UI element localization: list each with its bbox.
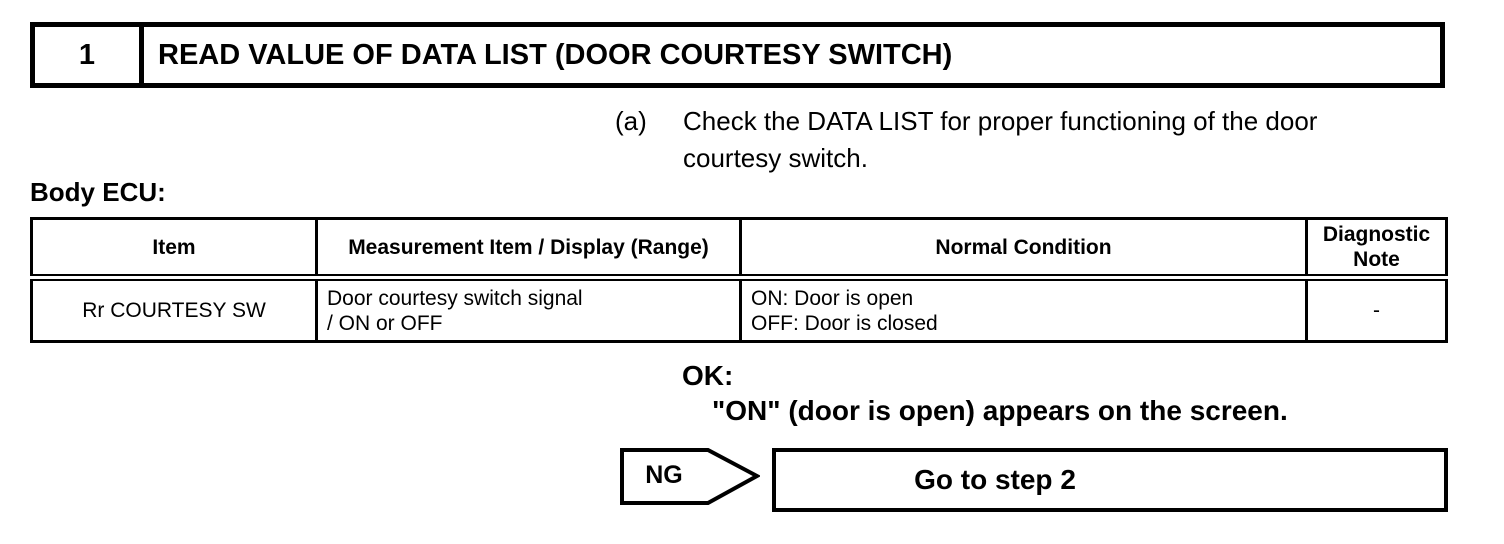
condition-line-1: ON: Door is open <box>751 286 914 310</box>
cell-item: Rr COURTESY SW <box>30 276 318 343</box>
ng-action-box: Go to step 2 <box>772 448 1448 512</box>
step-number: 1 <box>35 27 144 83</box>
ok-result-text: "ON" (door is open) appears on the scree… <box>712 395 1288 426</box>
cell-diagnostic-note: - <box>1305 276 1448 343</box>
data-list-table: Item Measurement Item / Display (Range) … <box>30 217 1448 343</box>
instruction-marker: (a) <box>615 106 647 136</box>
go-to-step-label: Go to step 2 <box>914 464 1076 495</box>
instruction-text: Check the DATA LIST for proper functioni… <box>683 103 1317 177</box>
instruction-line-2: courtesy switch. <box>683 143 868 173</box>
col-header-item: Item <box>30 217 318 281</box>
cell-measurement: Door courtesy switch signal / ON or OFF <box>315 276 742 343</box>
measurement-line-2: / ON or OFF <box>327 311 443 335</box>
ok-label: OK: <box>682 360 734 391</box>
table-caption-body-ecu: Body ECU: <box>30 177 166 207</box>
col-header-measurement: Measurement Item / Display (Range) <box>315 217 742 281</box>
col-header-normal-condition: Normal Condition <box>739 217 1308 281</box>
ng-arrow-shape <box>620 448 760 505</box>
condition-line-2: OFF: Door is closed <box>751 311 938 335</box>
col-header-diagnostic-note: Diagnostic Note <box>1305 217 1448 281</box>
instruction-paragraph: (a) Check the DATA LIST for proper funct… <box>615 103 1317 177</box>
measurement-line-1: Door courtesy switch signal <box>327 286 583 310</box>
ng-label: NG <box>645 461 683 489</box>
step-header: 1 READ VALUE OF DATA LIST (DOOR COURTESY… <box>30 22 1445 88</box>
instruction-line-1: Check the DATA LIST for proper functioni… <box>683 106 1318 136</box>
table-row: Rr COURTESY SW Door courtesy switch sign… <box>30 276 1448 343</box>
step-title: READ VALUE OF DATA LIST (DOOR COURTESY S… <box>158 38 953 71</box>
table-header-row: Item Measurement Item / Display (Range) … <box>30 217 1448 281</box>
cell-normal-condition: ON: Door is open OFF: Door is closed <box>739 276 1308 343</box>
